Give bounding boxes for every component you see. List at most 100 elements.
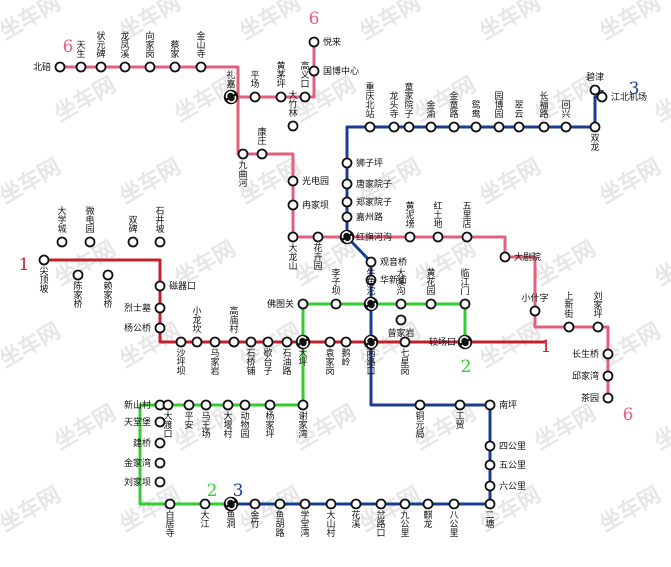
- station-huixing[interactable]: [560, 121, 572, 133]
- station-jiazhoulu[interactable]: [341, 211, 353, 223]
- station-ciqikou[interactable]: [154, 280, 166, 292]
- station-ertang[interactable]: [484, 498, 496, 510]
- station-hongtudi[interactable]: [432, 231, 444, 243]
- station-jinyu[interactable]: [425, 121, 437, 133]
- station-chenjiaqiao[interactable]: [72, 269, 84, 281]
- station-guobozhongxin[interactable]: [308, 65, 320, 77]
- station-guanyinqiao[interactable]: [365, 256, 377, 268]
- station-liujiaping[interactable]: [592, 321, 604, 333]
- station-xiaoshizi[interactable]: [529, 305, 541, 317]
- interchange-station-jiaochangkou[interactable]: [457, 334, 473, 350]
- station-dazhulin[interactable]: [287, 120, 299, 132]
- station-wulidian[interactable]: [461, 231, 473, 243]
- station-dadukou[interactable]: [162, 399, 174, 411]
- station-qixinggang[interactable]: [399, 336, 411, 348]
- station-jianyangpo[interactable]: [38, 254, 50, 266]
- station-dayancun[interactable]: [222, 399, 234, 411]
- station-zhengjiayuanzi[interactable]: [341, 196, 353, 208]
- station-shijingpo[interactable]: [154, 236, 166, 248]
- station-shangxinjie[interactable]: [563, 321, 575, 333]
- station-majiayan[interactable]: [209, 336, 221, 348]
- station-jinjiawan[interactable]: [154, 457, 166, 469]
- station-xiangjiagang[interactable]: [144, 61, 156, 73]
- station-liujiaba[interactable]: [154, 476, 166, 488]
- station-dalongshan[interactable]: [287, 231, 299, 243]
- station-yangjiaping[interactable]: [264, 399, 276, 411]
- interchange-station-lixin[interactable]: [223, 89, 239, 105]
- station-beibei[interactable]: [54, 61, 66, 73]
- station-daxigou[interactable]: [395, 298, 407, 310]
- station-huaxinjie[interactable]: [365, 274, 377, 286]
- station-pingan[interactable]: [183, 399, 195, 411]
- station-caijia[interactable]: [169, 61, 181, 73]
- station-xietaizi[interactable]: [262, 336, 274, 348]
- station-xuetangwan[interactable]: [299, 498, 311, 510]
- station-tiansheng[interactable]: [75, 61, 87, 73]
- station-liugongli[interactable]: [484, 480, 496, 492]
- station-huangnibang[interactable]: [404, 231, 416, 243]
- station-jiuquhe[interactable]: [237, 148, 249, 160]
- station-yuanjiagang[interactable]: [324, 336, 336, 348]
- interchange-station-niujiaotuo[interactable]: [363, 296, 379, 312]
- station-wugongli[interactable]: [484, 459, 496, 471]
- station-bijin[interactable]: [589, 84, 601, 96]
- station-fotuguan[interactable]: [297, 298, 309, 310]
- station-jintonglu[interactable]: [448, 121, 460, 133]
- station-guangdianyuan[interactable]: [287, 175, 299, 187]
- station-xiejiawan[interactable]: [297, 399, 309, 411]
- station-longfengxi[interactable]: [119, 61, 131, 73]
- station-dajuyuan[interactable]: [499, 251, 511, 263]
- station-zengjiayan[interactable]: [395, 314, 407, 326]
- station-mawangchang[interactable]: [200, 399, 212, 411]
- station-dajiang[interactable]: [199, 498, 211, 510]
- station-eling[interactable]: [340, 336, 352, 348]
- station-longtousi[interactable]: [388, 121, 400, 133]
- station-gongmao[interactable]: [454, 399, 466, 411]
- station-tongjiayuanzi[interactable]: [403, 121, 415, 133]
- station-gaoyikou[interactable]: [299, 91, 311, 103]
- station-jiangbeijichang[interactable]: [596, 91, 608, 103]
- station-weidianyuan[interactable]: [84, 236, 96, 248]
- station-tiantangbao[interactable]: [154, 416, 166, 428]
- station-shiziping[interactable]: [341, 157, 353, 169]
- station-gaomiaocun[interactable]: [228, 336, 240, 348]
- station-tongyuanju[interactable]: [414, 399, 426, 411]
- station-daxuecheng[interactable]: [56, 236, 68, 248]
- station-yanggongqiao[interactable]: [154, 322, 166, 334]
- station-nanping[interactable]: [484, 399, 496, 411]
- station-jinshansi[interactable]: [195, 61, 207, 73]
- station-baijusi[interactable]: [164, 498, 176, 510]
- station-zhuangyuanbei[interactable]: [95, 61, 107, 73]
- station-kangzhuang[interactable]: [256, 148, 268, 160]
- station-shuanglong[interactable]: [589, 121, 601, 133]
- station-jianqiao[interactable]: [154, 437, 166, 449]
- station-jinzhu[interactable]: [249, 498, 261, 510]
- station-ranjiaba[interactable]: [287, 199, 299, 211]
- station-yuelai[interactable]: [308, 36, 320, 48]
- station-laijiaqiao[interactable]: [102, 269, 114, 281]
- interchange-station-yudong[interactable]: [223, 496, 239, 512]
- station-bagongli[interactable]: [448, 498, 460, 510]
- station-yuhulu[interactable]: [274, 498, 286, 510]
- station-dongwuyuan[interactable]: [239, 399, 251, 411]
- station-pingchang[interactable]: [249, 91, 261, 103]
- station-changfulu[interactable]: [538, 121, 550, 133]
- station-tangjiayuanzi[interactable]: [341, 178, 353, 190]
- station-yanlukou[interactable]: [375, 498, 387, 510]
- station-yuanyang[interactable]: [470, 121, 482, 133]
- station-shiyoulu[interactable]: [281, 336, 293, 348]
- interchange-station-lianglukou[interactable]: [363, 334, 379, 350]
- station-jiugongli[interactable]: [399, 498, 411, 510]
- station-huangbayuan[interactable]: [425, 298, 437, 310]
- station-sigongli[interactable]: [484, 440, 496, 452]
- station-shaojiawan[interactable]: [602, 370, 614, 382]
- station-huahuiyuan[interactable]: [312, 231, 324, 243]
- station-lieshimu[interactable]: [154, 302, 166, 314]
- station-xiaolongkan[interactable]: [191, 336, 203, 348]
- station-cuiyun[interactable]: [513, 121, 525, 133]
- station-qilong[interactable]: [422, 498, 434, 510]
- station-linjiangmen[interactable]: [459, 298, 471, 310]
- station-shapingba[interactable]: [175, 336, 187, 348]
- station-changshengqiao[interactable]: [602, 348, 614, 360]
- interchange-station-daping[interactable]: [295, 334, 311, 350]
